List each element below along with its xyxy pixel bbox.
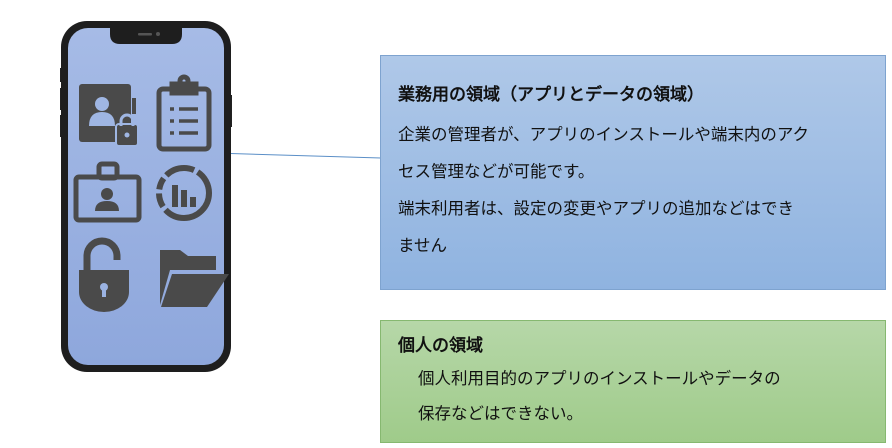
work-area-line: 企業の管理者が、アプリのインストールや端末内のアク: [398, 125, 810, 144]
work-area-line: ません: [398, 236, 448, 255]
work-area-title: 業務用の領域（アプリとデータの領域）: [398, 85, 704, 105]
open-folder-icon: [160, 250, 229, 307]
personal-area-line: 保存などはできない。: [418, 404, 583, 423]
work-area-box: 業務用の領域（アプリとデータの領域） 企業の管理者が、アプリのインストールや端末…: [380, 55, 886, 290]
contact-lock-icon: [79, 84, 139, 147]
smartphone: [60, 21, 232, 372]
personal-area-line: 個人利用目的のアプリのインストールやデータの: [418, 369, 781, 388]
unlocked-padlock-icon: [79, 237, 129, 312]
work-area-line: 端末利用者は、設定の変更やアプリの追加などはでき: [398, 199, 794, 218]
id-badge-icon: [73, 161, 142, 223]
personal-area-title: 個人の領域: [398, 336, 483, 356]
personal-area-box: 個人の領域 個人利用目的のアプリのインストールやデータの 保存などはできない。: [380, 320, 886, 443]
work-area-line: セス管理などが可能です。: [398, 162, 595, 181]
analytics-chart-icon: [156, 165, 212, 221]
clipboard-list-icon: [156, 74, 212, 152]
